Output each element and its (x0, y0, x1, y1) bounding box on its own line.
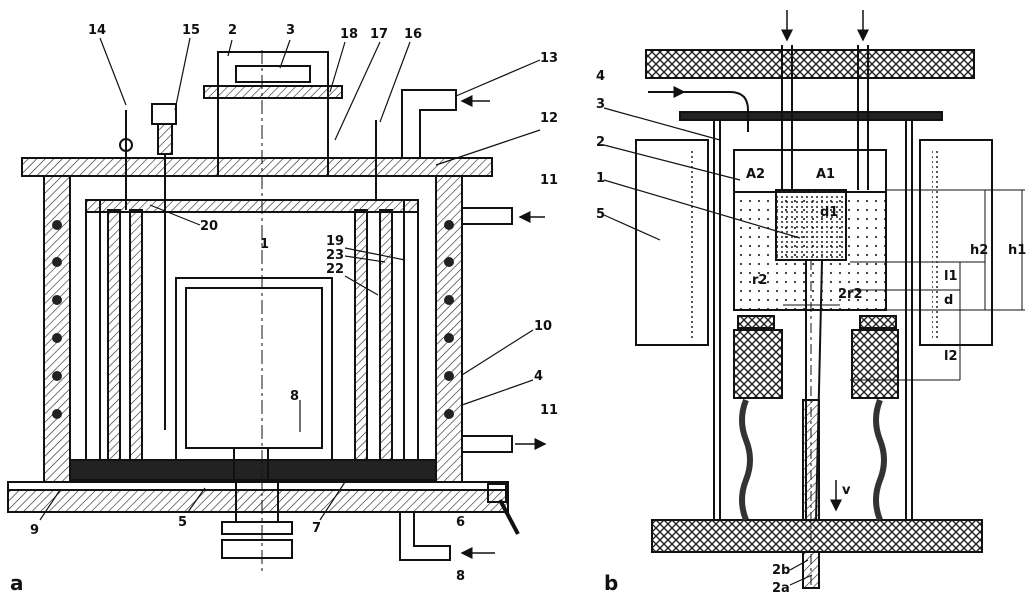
heating-coil-icon (52, 220, 454, 419)
callout-b-d1: d1 (820, 205, 838, 220)
callout-b-A2: A2 (746, 167, 765, 182)
panel-b-drawing (635, 45, 1025, 589)
callout-b-1: 1 (596, 171, 605, 186)
callout-b-l1: l1 (944, 269, 958, 284)
inflow-arrow-icon (650, 10, 869, 512)
callout-b-h2: h2 (970, 243, 988, 258)
callout-4: 4 (534, 369, 543, 384)
panel-b-label: b (604, 571, 618, 595)
callout-11-bottom: 11 (540, 403, 558, 418)
callout-20: 20 (200, 219, 218, 234)
panel-a-callouts: 14 15 2 3 18 17 16 13 12 11 1 19 23 22 2… (10, 23, 558, 595)
callout-22: 22 (326, 262, 344, 277)
callout-8-inner: 8 (290, 389, 299, 404)
callout-19: 19 (326, 234, 344, 249)
callout-5: 5 (178, 515, 187, 530)
callout-15: 15 (182, 23, 200, 38)
callout-12: 12 (540, 111, 558, 126)
callout-b-h1: h1 (1008, 243, 1026, 258)
crosshatch-insulation-icon (645, 49, 983, 553)
panel-b-callouts: 4 3 2 1 5 A2 A1 d1 r2 2r2 h1 h2 l1 d l2 … (596, 69, 1026, 596)
inflow-arrow-icon (460, 95, 545, 559)
panel-a-leaders (39, 37, 541, 521)
callout-8-outlet: 8 (456, 569, 465, 584)
callout-7: 7 (312, 521, 321, 536)
callout-b-v: v (842, 483, 851, 498)
callout-18: 18 (340, 27, 358, 42)
callout-9: 9 (30, 523, 39, 538)
callout-b-l2: l2 (944, 349, 958, 364)
callout-10: 10 (534, 319, 552, 334)
callout-b-5: 5 (596, 207, 605, 222)
panel-a-label: a (10, 571, 24, 595)
callout-b-2: 2 (596, 135, 605, 150)
callout-23: 23 (326, 248, 344, 263)
callout-1: 1 (260, 237, 269, 252)
panel-a-drawing (7, 50, 520, 575)
panel-b-leaders (603, 107, 813, 586)
callout-14: 14 (88, 23, 106, 38)
callout-16: 16 (404, 27, 422, 42)
callout-11-top: 11 (540, 173, 558, 188)
callout-b-4: 4 (596, 69, 605, 84)
callout-13: 13 (540, 51, 558, 66)
callout-b-2r2: 2r2 (838, 287, 863, 302)
callout-b-d: d (944, 293, 953, 308)
callout-b-A1: A1 (816, 167, 835, 182)
callout-2: 2 (228, 23, 237, 38)
callout-3: 3 (286, 23, 295, 38)
callout-17: 17 (370, 27, 388, 42)
callout-b-2b: 2b (772, 563, 790, 578)
callout-b-r2: r2 (752, 273, 767, 288)
callout-b-2a: 2a (772, 581, 790, 596)
callout-b-3: 3 (596, 97, 605, 112)
callout-6: 6 (456, 515, 465, 530)
